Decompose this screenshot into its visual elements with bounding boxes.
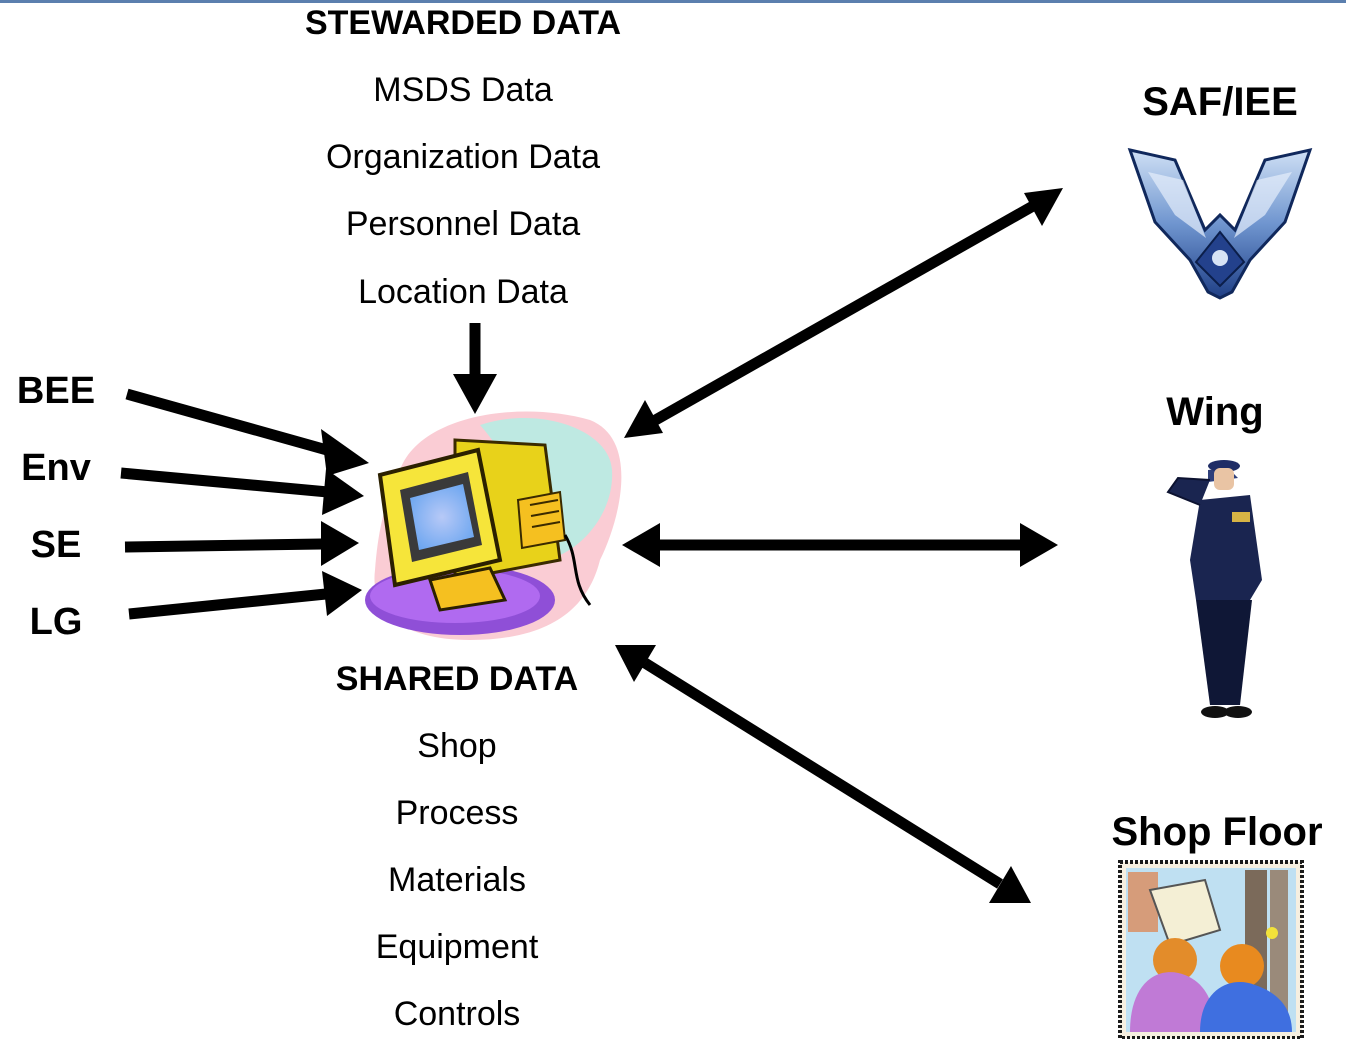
stewarded-data-heading: STEWARDED DATA (304, 4, 622, 42)
arrow-computer-saf-bidirectional (624, 188, 1063, 438)
stewarded-item-organization: Organization Data (325, 138, 601, 176)
destination-label-shop-floor: Shop Floor (1111, 810, 1323, 854)
stewarded-item-personnel: Personnel Data (345, 205, 581, 243)
source-label-lg: LG (29, 601, 83, 643)
computer-icon (365, 411, 622, 640)
shared-item-equipment: Equipment (375, 928, 539, 966)
shared-item-controls: Controls (393, 995, 521, 1033)
arrow-env-to-computer (120, 467, 364, 515)
arrow-stewarded-to-computer (453, 323, 497, 414)
stewarded-item-location: Location Data (358, 273, 568, 311)
air-force-symbol-icon (1127, 147, 1313, 300)
arrow-computer-shopfloor-bidirectional (615, 645, 1031, 903)
arrow-lg-to-computer (128, 571, 362, 620)
arrow-se-to-computer (124, 521, 359, 566)
shared-item-shop: Shop (417, 727, 497, 765)
shared-item-materials: Materials (388, 861, 526, 899)
shared-item-process: Process (395, 794, 519, 832)
destination-label-wing: Wing (1166, 390, 1264, 434)
destination-label-saf: SAF/IEE (1142, 80, 1298, 124)
saluting-airman-icon (1166, 460, 1262, 718)
top-divider (0, 0, 1346, 3)
shared-data-heading: SHARED DATA (335, 660, 579, 698)
arrow-bee-to-computer (125, 388, 369, 476)
shop-floor-workers-icon (1118, 860, 1304, 1039)
stewarded-item-msds: MSDS Data (373, 71, 553, 109)
source-label-bee: BEE (16, 370, 96, 412)
source-label-env: Env (21, 447, 91, 489)
arrow-computer-wing-bidirectional (622, 523, 1058, 567)
source-label-se: SE (30, 524, 82, 566)
